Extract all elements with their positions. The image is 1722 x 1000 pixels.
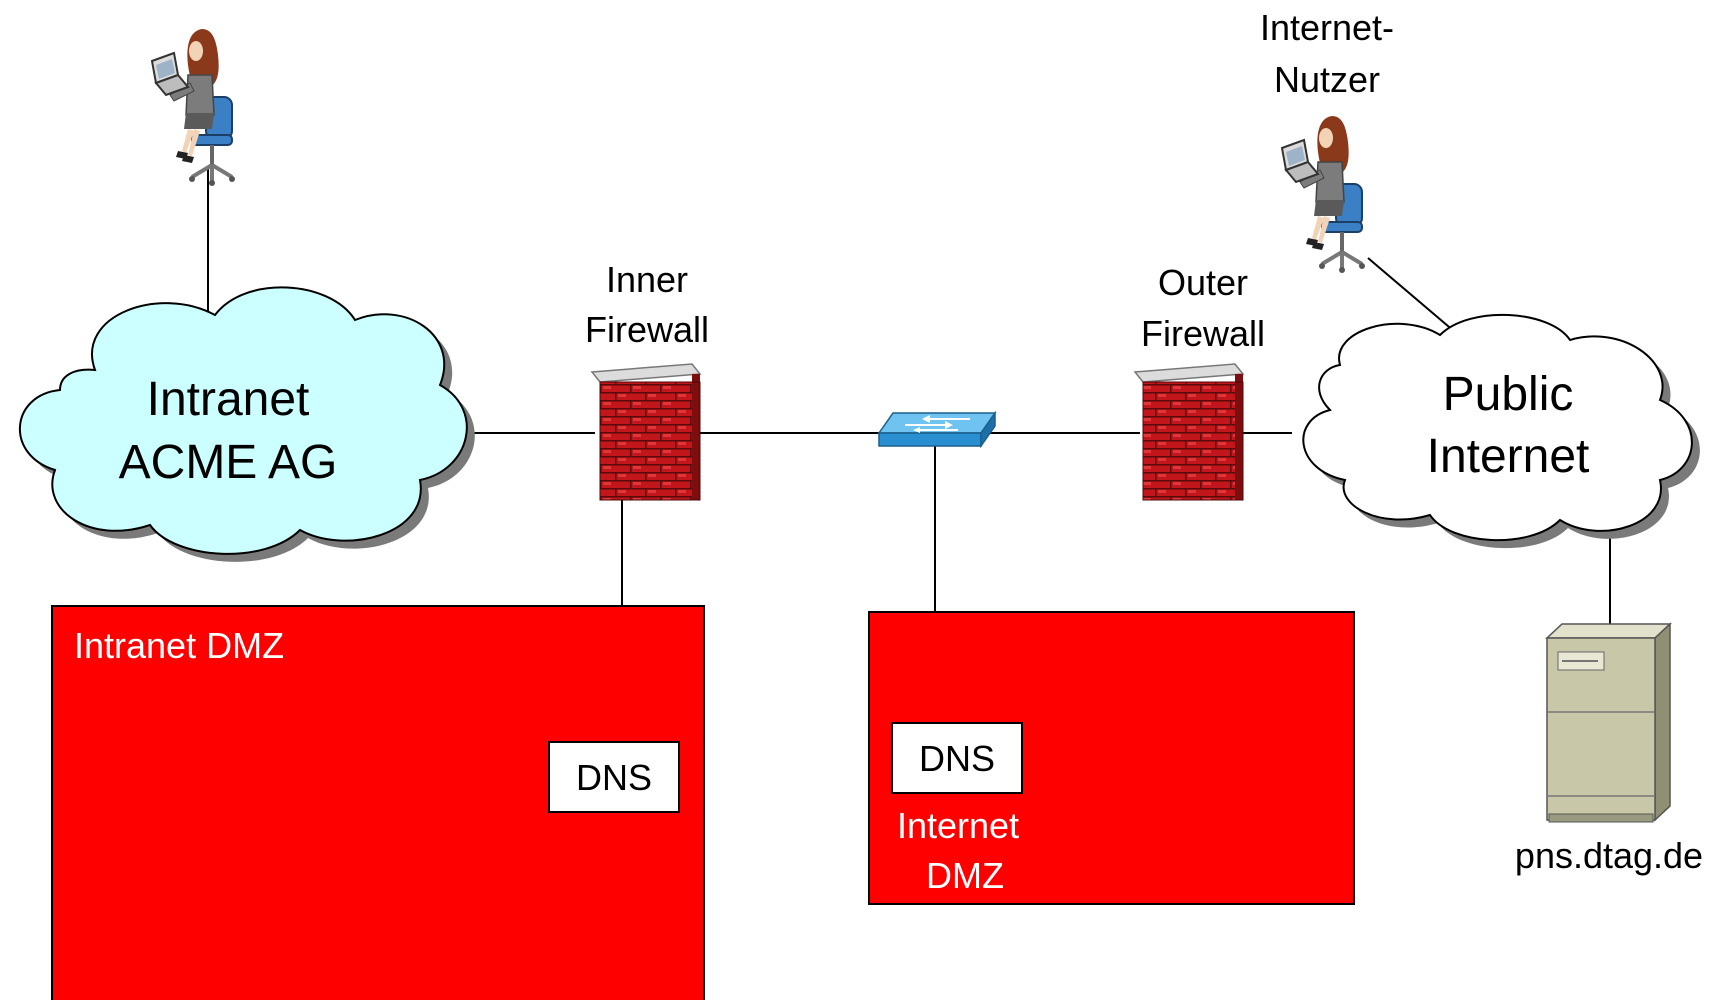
outer-firewall-label-line2: Firewall <box>1141 313 1265 354</box>
intranet-dmz-label: Intranet DMZ <box>74 625 284 666</box>
intranet-cloud-label-line2: ACME AG <box>119 436 338 489</box>
intranet-user <box>150 27 237 188</box>
internet-dmz: DNS Internet DMZ <box>868 611 1355 905</box>
internet-dmz-dns-box: DNS <box>891 722 1023 794</box>
internet-user-label-line1: Internet- <box>1260 7 1394 48</box>
public-internet-cloud: Public Internet <box>1302 313 1700 549</box>
public-cloud-label-line2: Internet <box>1427 430 1590 483</box>
intranet-cloud: Intranet ACME AG <box>18 286 475 562</box>
inner-firewall: Inner Firewall <box>585 259 709 501</box>
woman-at-laptop-icon <box>1280 114 1367 275</box>
link-internetuser-public <box>1367 257 1456 333</box>
outer-firewall-label-line1: Outer <box>1158 262 1248 303</box>
internet-user-label-line2: Nutzer <box>1274 59 1380 100</box>
internet-dmz-label-line1: Internet <box>897 805 1019 846</box>
pns-server-label: pns.dtag.de <box>1515 835 1703 876</box>
outer-firewall: Outer Firewall <box>1133 262 1265 501</box>
intranet-dns-label: DNS <box>576 757 652 798</box>
intranet-dns-box: DNS <box>548 741 680 813</box>
intranet-dmz: Intranet DMZ DNS <box>51 605 705 1000</box>
intranet-cloud-label-line1: Intranet <box>147 373 310 426</box>
internet-dmz-dns-label: DNS <box>919 738 995 779</box>
internet-user <box>1280 114 1367 275</box>
woman-at-laptop-icon <box>150 27 237 188</box>
connection-lines <box>207 168 1611 626</box>
server-tower-icon <box>1545 622 1672 823</box>
public-cloud-label-line1: Public <box>1443 368 1574 421</box>
inner-firewall-label-line2: Firewall <box>585 309 709 350</box>
pns-server: pns.dtag.de <box>1515 622 1703 876</box>
brick-wall-icon <box>1133 363 1245 501</box>
internet-dmz-label-line2: DMZ <box>926 855 1004 896</box>
network-switch-icon <box>877 410 997 449</box>
dmz-switch <box>877 410 997 449</box>
inner-firewall-label-line1: Inner <box>606 259 688 300</box>
brick-wall-icon <box>590 363 702 501</box>
